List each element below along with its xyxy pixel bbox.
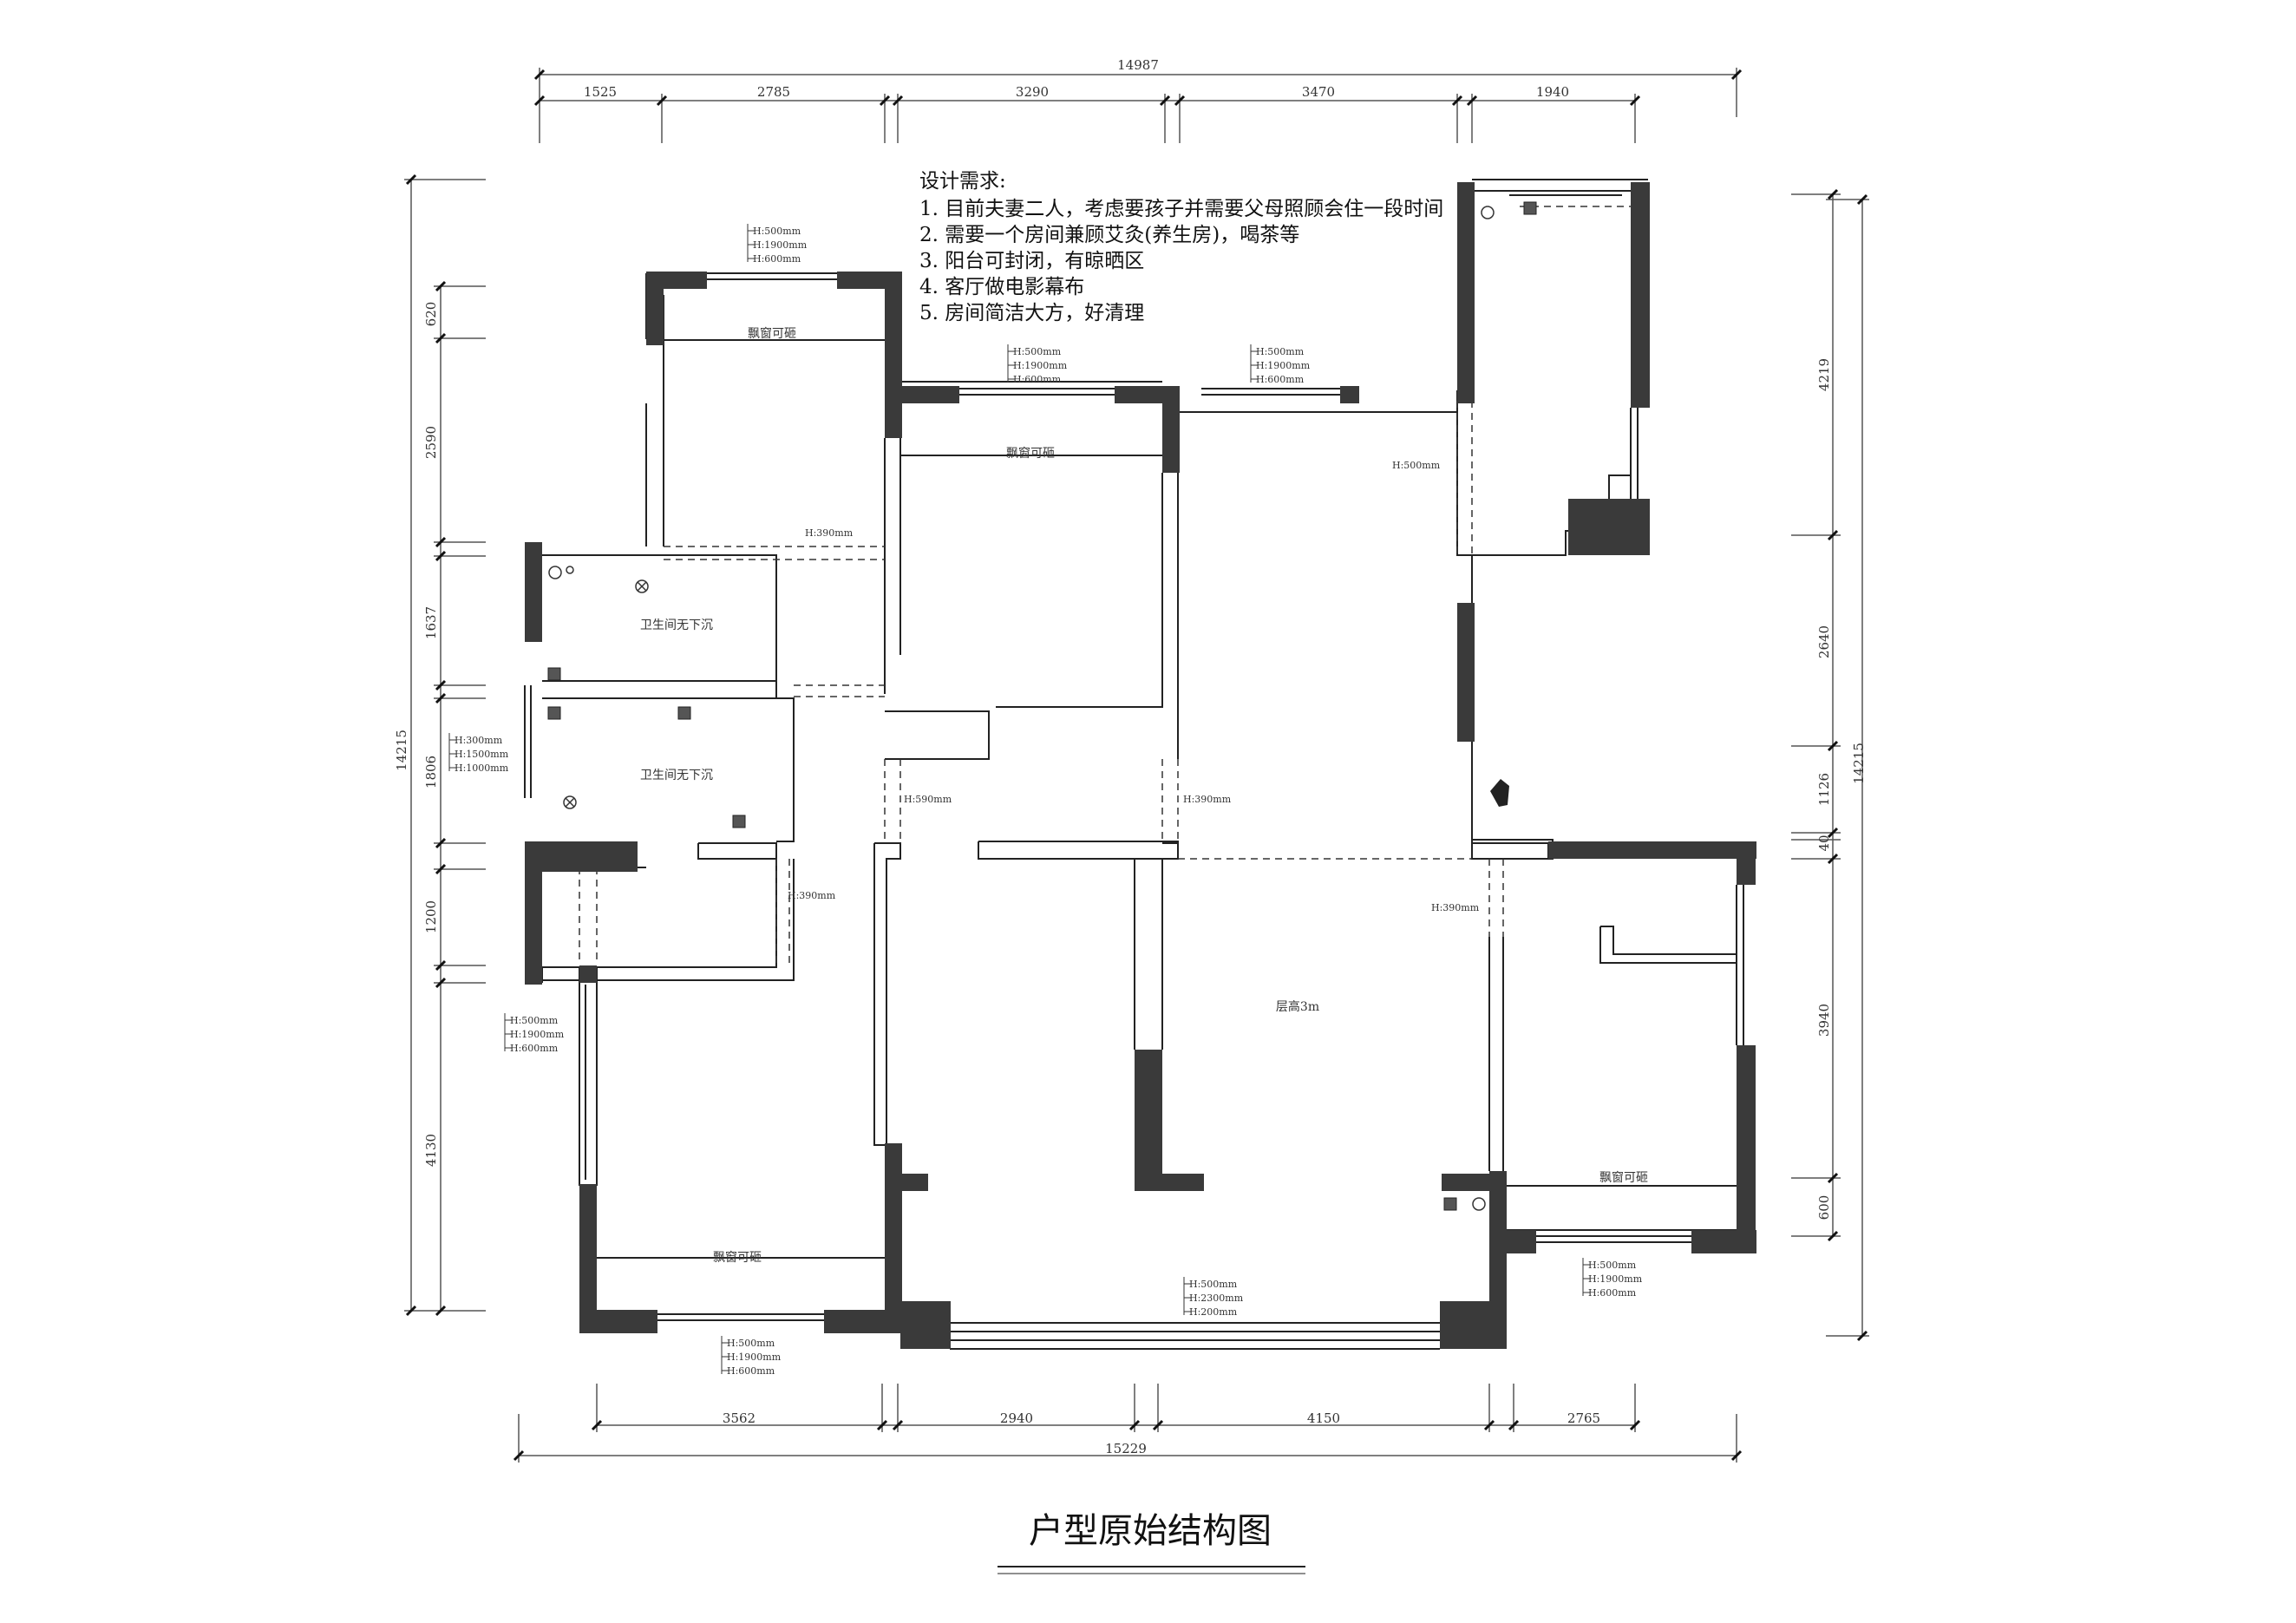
- spec-3-c: H:600mm: [1256, 374, 1305, 385]
- bay-window-label-4: 飘窗可砸: [1599, 1170, 1648, 1185]
- spec-bath-a: H:300mm: [455, 735, 503, 746]
- spec-living-a: H:500mm: [1189, 1279, 1238, 1290]
- dim-top-4: 3470: [1302, 84, 1335, 100]
- requirement-1: 1. 目前夫妻二人，考虑要孩子并需要父母照顾会住一段时间: [919, 198, 1443, 220]
- title-text: 户型原始结构图: [1029, 1511, 1272, 1551]
- bay-window-label-1: 飘窗可砸: [748, 326, 796, 341]
- drawing-title: 户型原始结构图: [998, 1511, 1305, 1574]
- dim-left-5: 1200: [423, 900, 439, 933]
- requirement-4: 4. 客厅做电影幕布: [919, 276, 1084, 298]
- spec-bath-b: H:1500mm: [455, 749, 509, 760]
- spec-1-a: H:500mm: [753, 226, 801, 237]
- spec-4-b: H:1900mm: [510, 1029, 565, 1040]
- dim-left-2: 2590: [423, 426, 439, 459]
- requirements-block: 设计需求: 1. 目前夫妻二人，考虑要孩子并需要父母照顾会住一段时间 2. 需要…: [919, 170, 1443, 324]
- drain-squares: [547, 201, 1537, 1211]
- spec-5-c: H:600mm: [727, 1365, 775, 1377]
- spec-4-a: H:500mm: [510, 1015, 559, 1026]
- bathroom-label-1: 卫生间无下沉: [640, 618, 713, 632]
- requirement-3: 3. 阳台可封闭，有晾晒区: [919, 250, 1144, 272]
- spec-2-a: H:500mm: [1013, 346, 1062, 357]
- dim-right-3: 1126: [1816, 773, 1832, 806]
- dim-left-6: 4130: [423, 1134, 439, 1167]
- dim-right-4: 40: [1816, 834, 1832, 851]
- dim-bottom-4: 2765: [1567, 1410, 1600, 1426]
- spec-2-b: H:1900mm: [1013, 360, 1068, 371]
- dim-bottom-1: 3562: [723, 1410, 756, 1426]
- beam-label-4: H:390mm: [788, 890, 836, 901]
- beam-lines: [579, 206, 1631, 963]
- spec-6-b: H:1900mm: [1588, 1273, 1643, 1285]
- dim-bottom-2: 2940: [1000, 1410, 1033, 1426]
- spec-4-c: H:600mm: [510, 1043, 559, 1054]
- dim-left-3: 1637: [423, 606, 439, 639]
- window-spec-labels: H:500mm H:1900mm H:600mm H:500mm H:1900m…: [455, 226, 1643, 1377]
- dim-top-total: 14987: [1117, 57, 1159, 73]
- spec-6-a: H:500mm: [1588, 1260, 1637, 1271]
- dim-top-1: 1525: [584, 84, 617, 100]
- dim-right-total: 14215: [1851, 743, 1867, 784]
- dimension-lines: [404, 68, 1869, 1463]
- dim-right-6: 600: [1816, 1195, 1832, 1221]
- beam-label-3: H:390mm: [1183, 794, 1232, 805]
- bay-window-label-2: 飘窗可砸: [1006, 446, 1055, 461]
- requirements-heading: 设计需求:: [919, 170, 1006, 193]
- spec-3-b: H:1900mm: [1256, 360, 1311, 371]
- spec-1-b: H:1900mm: [753, 239, 808, 251]
- spec-bath-c: H:1000mm: [455, 762, 509, 774]
- spec-2-c: H:600mm: [1013, 374, 1062, 385]
- dim-bottom-total: 15229: [1105, 1441, 1147, 1456]
- spec-5-a: H:500mm: [727, 1338, 775, 1349]
- bay-window-label-3: 飘窗可砸: [713, 1250, 762, 1265]
- dim-right-5: 3940: [1816, 1004, 1832, 1037]
- dim-top-5: 1940: [1536, 84, 1569, 100]
- dim-left-4: 1806: [423, 756, 439, 789]
- beam-label-2: H:590mm: [904, 794, 952, 805]
- structural-columns: [525, 182, 1756, 1349]
- spec-3-a: H:500mm: [1256, 346, 1305, 357]
- dim-top-3: 3290: [1016, 84, 1049, 100]
- spec-living-b: H:2300mm: [1189, 1293, 1244, 1304]
- dim-left-total: 14215: [394, 730, 409, 771]
- beam-label-5: H:390mm: [1431, 902, 1480, 913]
- room-labels: 飘窗可砸 飘窗可砸 飘窗可砸 飘窗可砸 卫生间无下沉 卫生间无下沉 层高3m: [640, 326, 1648, 1265]
- dim-top-2: 2785: [757, 84, 790, 100]
- spec-living-c: H:200mm: [1189, 1306, 1238, 1318]
- spec-5-b: H:1900mm: [727, 1351, 782, 1363]
- dim-right-2: 2640: [1816, 625, 1832, 658]
- ceiling-height-label: 层高3m: [1276, 999, 1319, 1014]
- spec-6-c: H:600mm: [1588, 1287, 1637, 1299]
- dimension-labels: 14987 1525 2785 3290 3470 1940 15229 356…: [394, 57, 1867, 1456]
- fixtures: [548, 206, 1495, 1211]
- beam-label-6: H:500mm: [1392, 460, 1441, 471]
- spec-1-c: H:600mm: [753, 253, 801, 265]
- requirement-5: 5. 房间简洁大方，好清理: [919, 302, 1144, 324]
- requirement-2: 2. 需要一个房间兼顾艾灸(养生房)，喝茶等: [919, 224, 1299, 246]
- beam-label-1: H:390mm: [805, 527, 854, 539]
- dim-right-1: 4219: [1816, 358, 1832, 391]
- dim-bottom-3: 4150: [1307, 1410, 1340, 1426]
- beam-height-labels: H:390mm H:590mm H:390mm H:390mm H:390mm …: [788, 460, 1480, 913]
- window-spec-notes: [448, 224, 1590, 1374]
- entry-arrow-icon: [1490, 779, 1509, 807]
- dim-left-1: 620: [423, 302, 439, 327]
- bathroom-label-2: 卫生间无下沉: [640, 769, 713, 782]
